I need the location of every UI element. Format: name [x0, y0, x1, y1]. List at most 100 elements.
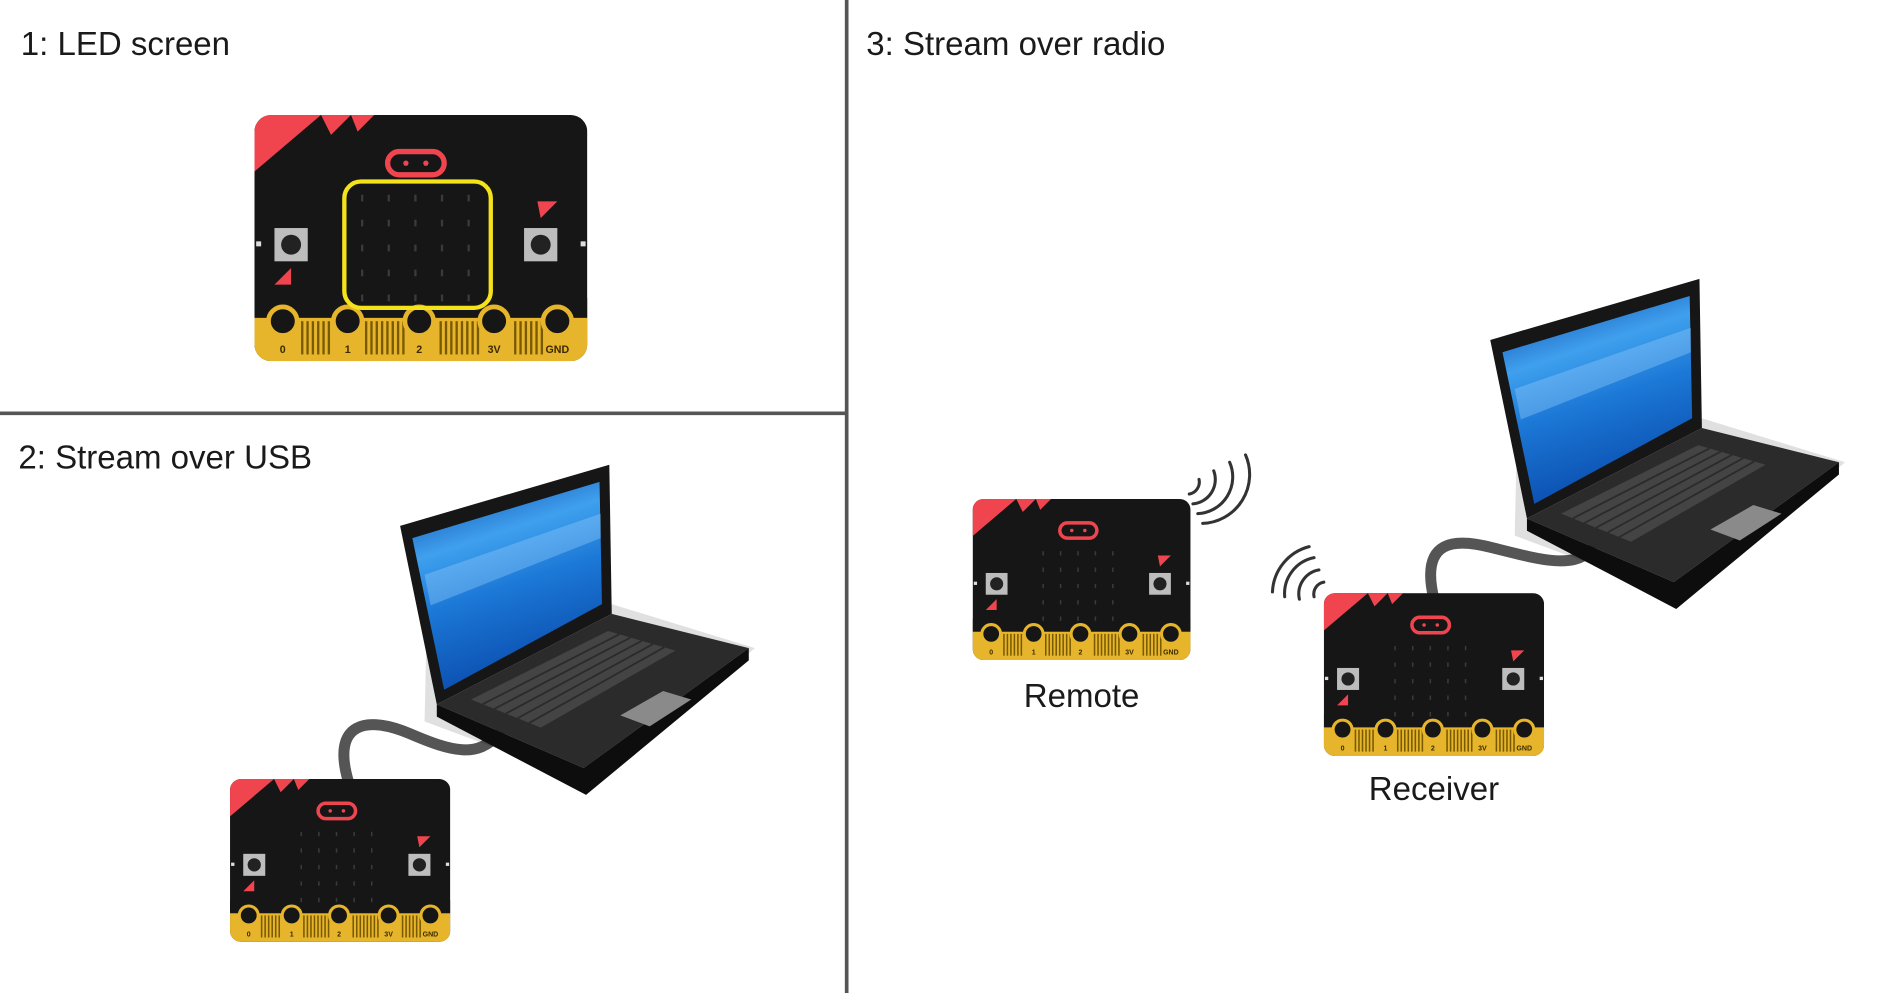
- led: [1447, 662, 1449, 667]
- led: [414, 219, 417, 227]
- screen-glare: [424, 513, 601, 606]
- corner-accent: [254, 114, 375, 172]
- pin-0: [980, 623, 1003, 645]
- led: [1042, 567, 1044, 572]
- led: [387, 219, 390, 227]
- led: [1429, 711, 1432, 717]
- led: [1394, 678, 1396, 684]
- pin-1: [331, 304, 365, 338]
- led: [1077, 600, 1079, 605]
- led: [1411, 662, 1414, 667]
- pin-3: [477, 304, 511, 338]
- laptop-screen: [412, 481, 602, 690]
- led: [1042, 583, 1044, 589]
- panel-2-title: 2: Stream over USB: [18, 438, 312, 475]
- label-b: [1157, 555, 1171, 567]
- corner-accent: [230, 778, 310, 817]
- laptop-base-edge: [436, 648, 749, 795]
- led: [1059, 567, 1062, 572]
- led: [300, 881, 303, 886]
- led: [1112, 551, 1114, 556]
- led: [1059, 616, 1062, 621]
- pin-0: [1331, 718, 1354, 741]
- usb-cable: [338, 719, 505, 789]
- pin-4: [419, 904, 442, 927]
- pin-label: 1: [290, 931, 294, 938]
- led: [1411, 695, 1414, 700]
- pin-label: 3V: [384, 931, 393, 938]
- led: [370, 897, 373, 903]
- led: [370, 864, 373, 870]
- led: [360, 269, 364, 277]
- pin-1: [1374, 718, 1397, 741]
- pin-3: [1118, 623, 1141, 645]
- led: [318, 881, 320, 886]
- led: [300, 848, 303, 853]
- led: [1411, 678, 1414, 684]
- led: [1464, 711, 1467, 717]
- pin-label: GND: [1516, 745, 1532, 752]
- pin-label: 3V: [488, 344, 502, 356]
- laptop-radio: [1490, 278, 1846, 610]
- led: [1059, 583, 1062, 589]
- led: [1394, 711, 1396, 717]
- pin-label: 1: [345, 344, 351, 356]
- led: [387, 244, 390, 252]
- led: [335, 848, 338, 853]
- led: [1059, 551, 1062, 556]
- pin-label: 2: [1079, 650, 1083, 657]
- pin-4: [1159, 623, 1182, 645]
- led: [414, 244, 417, 252]
- led: [300, 831, 303, 837]
- led: [440, 269, 444, 277]
- led: [1094, 567, 1097, 572]
- screen-glare: [1514, 327, 1691, 420]
- led: [1429, 645, 1432, 651]
- led: [1464, 662, 1467, 667]
- led: [414, 294, 417, 302]
- led: [360, 219, 364, 227]
- led: [1094, 600, 1097, 605]
- pin-label: GND: [546, 344, 570, 356]
- label-b: [537, 201, 558, 219]
- led: [467, 294, 470, 302]
- led: [1447, 711, 1449, 717]
- led-matrix-highlight: [342, 179, 493, 311]
- led: [318, 848, 320, 853]
- panel-3-title: 3: Stream over radio: [866, 25, 1165, 62]
- radio-waves-icon-incoming: [1270, 545, 1326, 601]
- led: [1464, 645, 1467, 651]
- led: [1394, 662, 1396, 667]
- led: [360, 244, 364, 252]
- pin-0: [266, 304, 300, 338]
- led: [1077, 567, 1079, 572]
- led: [387, 269, 390, 277]
- receiver-usb-cable: [1425, 537, 1597, 605]
- logo: [1058, 521, 1099, 540]
- led: [1112, 567, 1114, 572]
- led: [440, 244, 444, 252]
- trackpad: [620, 690, 692, 727]
- logo: [316, 801, 358, 821]
- pin-4: [1513, 718, 1536, 741]
- pin-2: [1421, 718, 1444, 741]
- pin-label: 0: [280, 344, 286, 356]
- led: [370, 881, 373, 886]
- panel-1-title: 1: LED screen: [21, 25, 230, 62]
- led: [1464, 695, 1467, 700]
- radio-waves-icon-outgoing: [1187, 453, 1252, 525]
- led: [1077, 551, 1079, 556]
- pin-2: [402, 304, 436, 338]
- led: [360, 194, 364, 202]
- pin-1: [280, 904, 303, 927]
- led: [353, 897, 355, 903]
- led: [1042, 616, 1044, 621]
- pin-label: GND: [423, 931, 439, 938]
